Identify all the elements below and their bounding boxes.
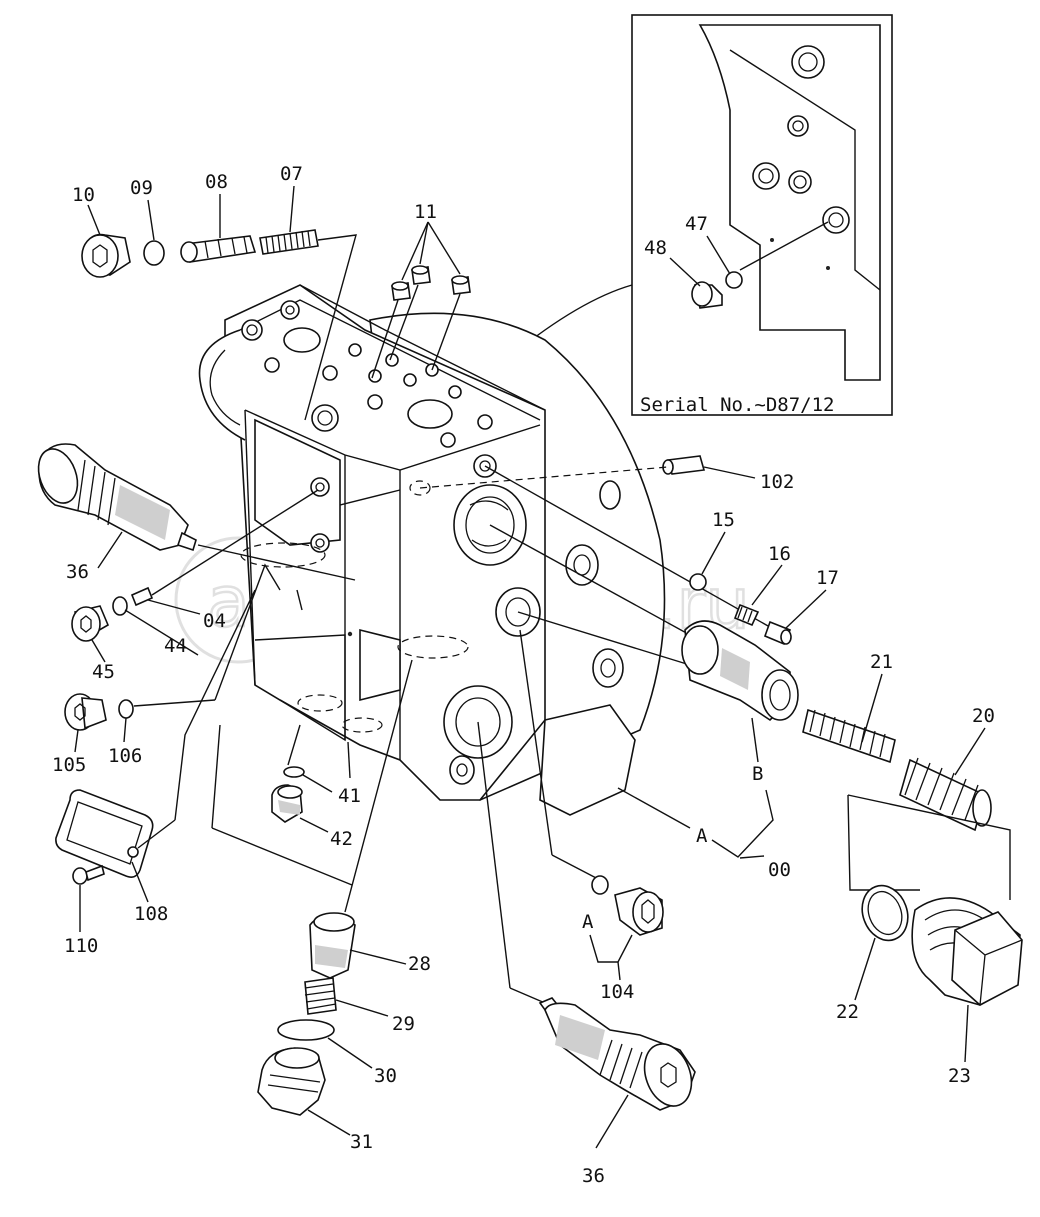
part-00-relief-cartridge <box>681 620 799 722</box>
callout-48: 48 <box>644 237 667 259</box>
part-41-oring <box>283 766 305 778</box>
part-11-set-screws <box>371 221 471 379</box>
callout-00: 00 <box>768 859 791 881</box>
part-04-screw <box>130 586 154 607</box>
callout-110: 110 <box>64 935 98 957</box>
svg-text:a: a <box>207 561 250 643</box>
callout-A-104: A <box>582 911 594 933</box>
inset-panel: 47 48 Serial No.~D87/12 <box>511 14 893 416</box>
part-31-plug <box>257 1047 326 1116</box>
part-30-oring <box>277 1019 335 1041</box>
callout-10: 10 <box>72 184 95 206</box>
callout-30: 30 <box>374 1065 397 1087</box>
callout-08: 08 <box>205 171 228 193</box>
part-104-plug <box>591 875 664 936</box>
part-102-plug <box>662 455 706 475</box>
callout-09: 09 <box>130 177 153 199</box>
callout-104: 104 <box>600 981 634 1003</box>
callout-B: B <box>752 763 763 785</box>
part-44-oring <box>112 596 128 616</box>
callout-23: 23 <box>948 1065 971 1087</box>
callout-11: 11 <box>414 201 437 223</box>
callout-07: 07 <box>280 163 303 185</box>
part-29-spring <box>304 977 337 1015</box>
callout-42: 42 <box>330 828 353 850</box>
part-108-cover <box>55 789 154 878</box>
part-28-sleeve <box>309 912 356 979</box>
callout-31: 31 <box>350 1131 373 1153</box>
part-07-spring <box>259 229 319 255</box>
part-20-spring <box>899 757 992 832</box>
callout-106: 106 <box>108 745 142 767</box>
top-face-holes <box>241 300 493 448</box>
callout-28: 28 <box>408 953 431 975</box>
callout-22: 22 <box>836 1001 859 1023</box>
part-36-relief-valve-upper <box>37 443 197 552</box>
callout-04: 04 <box>203 610 226 632</box>
part-22-oring <box>861 884 909 942</box>
part-42-plug <box>271 784 303 823</box>
part-16-spring <box>733 603 760 627</box>
part-21-spring <box>802 708 896 764</box>
callout-36-upper: 36 <box>66 561 89 583</box>
part-10-plug <box>81 233 131 278</box>
callout-16: 16 <box>768 543 791 565</box>
part-08-spool <box>180 235 257 263</box>
callout-15: 15 <box>712 509 735 531</box>
callout-21: 21 <box>870 651 893 673</box>
part-105-plug <box>64 693 107 731</box>
callout-41: 41 <box>338 785 361 807</box>
part-36-relief-valve-lower <box>538 997 696 1111</box>
part-23-hex-plug <box>911 897 1023 1006</box>
callout-47: 47 <box>685 213 708 235</box>
callout-29: 29 <box>392 1013 415 1035</box>
callout-20: 20 <box>972 705 995 727</box>
part-45-plug <box>71 605 110 642</box>
callout-36-lower: 36 <box>582 1165 605 1187</box>
callout-108: 108 <box>134 903 168 925</box>
callout-17: 17 <box>816 567 839 589</box>
part-09-oring <box>143 240 165 266</box>
part-106-oring <box>118 699 134 719</box>
callout-44: 44 <box>164 635 187 657</box>
callout-102: 102 <box>760 471 794 493</box>
part-110-screw <box>72 864 105 885</box>
callout-105: 105 <box>52 754 86 776</box>
callout-45: 45 <box>92 661 115 683</box>
part-17-screw <box>763 620 792 646</box>
inset-caption: Serial No.~D87/12 <box>640 394 834 416</box>
valve-housing <box>198 284 666 816</box>
part-15-ball <box>689 573 707 591</box>
callout-A: A <box>696 825 708 847</box>
